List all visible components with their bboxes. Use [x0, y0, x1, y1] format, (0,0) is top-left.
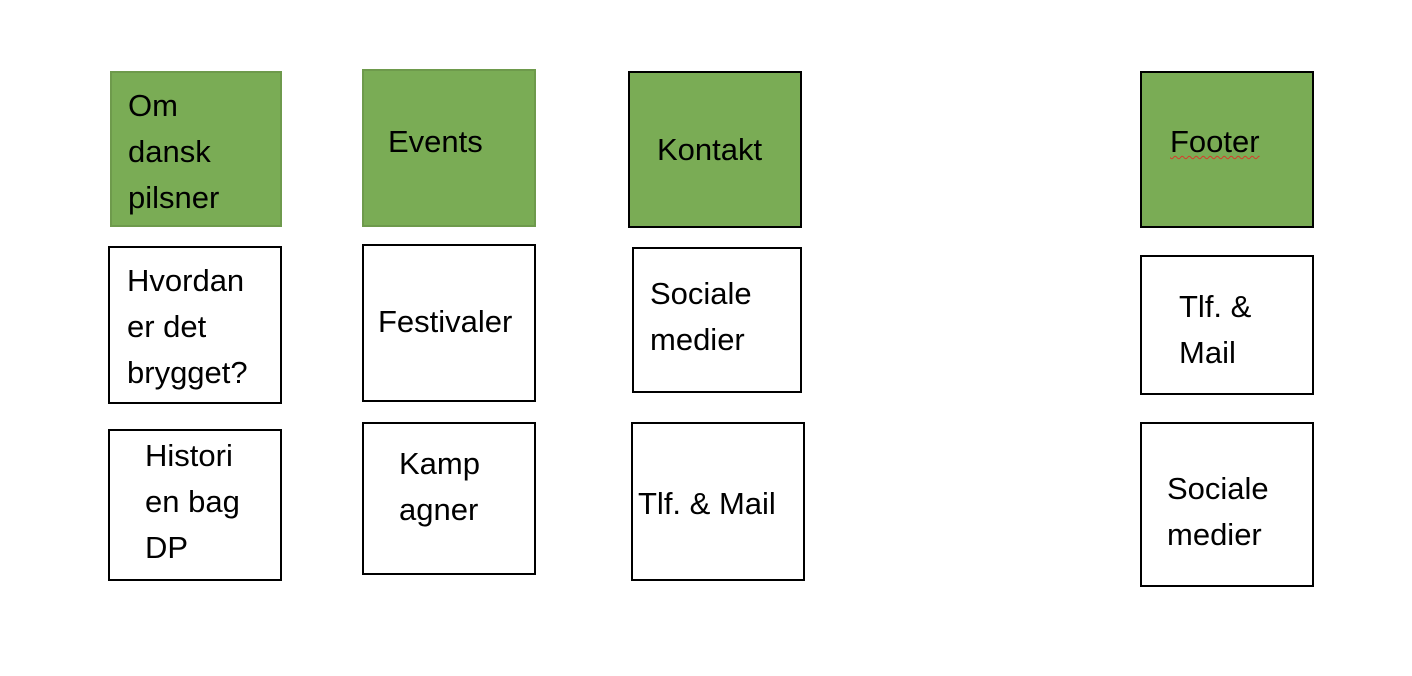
header-line: Events: [388, 124, 483, 159]
item-line: er det: [127, 309, 207, 344]
header-line: pilsner: [128, 180, 220, 215]
item-line: en bag: [145, 484, 240, 519]
item-line: brygget?: [127, 355, 248, 390]
item-festivaler: Festivaler: [362, 244, 536, 402]
header-footer-label: Footer: [1170, 119, 1260, 165]
header-om-dansk-pilsner-label: Om dansk pilsner: [128, 83, 219, 221]
item-label: Sociale medier: [1167, 466, 1269, 558]
item-label: Histori en bag DP: [145, 433, 240, 571]
item-line: agner: [399, 492, 479, 527]
header-line: dansk: [128, 134, 211, 169]
item-line: Mail: [1179, 335, 1236, 370]
item-label: Kamp agner: [399, 441, 480, 533]
item-line: Tlf. & Mail: [638, 486, 776, 521]
item-label: Sociale medier: [650, 271, 752, 363]
header-kontakt-label: Kontakt: [657, 127, 762, 173]
item-label: Tlf. & Mail: [1179, 284, 1251, 376]
item-line: medier: [650, 322, 745, 357]
header-line: Kontakt: [657, 132, 763, 167]
header-om-dansk-pilsner: Om dansk pilsner: [110, 71, 282, 227]
item-historien-bag-dp: Histori en bag DP: [108, 429, 282, 581]
item-line: Histori: [145, 438, 233, 473]
item-label: Hvordan er det brygget?: [127, 258, 248, 396]
header-kontakt: Kontakt: [628, 71, 802, 228]
item-line: Tlf. &: [1179, 289, 1252, 324]
item-sociale-medier: Sociale medier: [632, 247, 802, 393]
header-events-label: Events: [388, 119, 483, 165]
header-line: Footer: [1170, 124, 1260, 159]
item-footer-tlf-mail: Tlf. & Mail: [1140, 255, 1314, 395]
item-line: Kamp: [399, 446, 480, 481]
item-line: Sociale: [1167, 471, 1269, 506]
item-line: medier: [1167, 517, 1262, 552]
header-footer: Footer: [1140, 71, 1314, 228]
item-tlf-mail: Tlf. & Mail: [631, 422, 805, 581]
item-line: Festivaler: [378, 304, 513, 339]
header-line: Om: [128, 88, 178, 123]
item-line: Hvordan: [127, 263, 245, 298]
item-kampagner: Kamp agner: [362, 422, 536, 575]
item-hvordan-er-det-brygget: Hvordan er det brygget?: [108, 246, 282, 404]
item-line: Sociale: [650, 276, 752, 311]
item-line: DP: [145, 530, 189, 565]
header-events: Events: [362, 69, 536, 227]
item-label: Festivaler: [378, 299, 512, 345]
item-label: Tlf. & Mail: [638, 481, 776, 527]
item-footer-sociale-medier: Sociale medier: [1140, 422, 1314, 587]
